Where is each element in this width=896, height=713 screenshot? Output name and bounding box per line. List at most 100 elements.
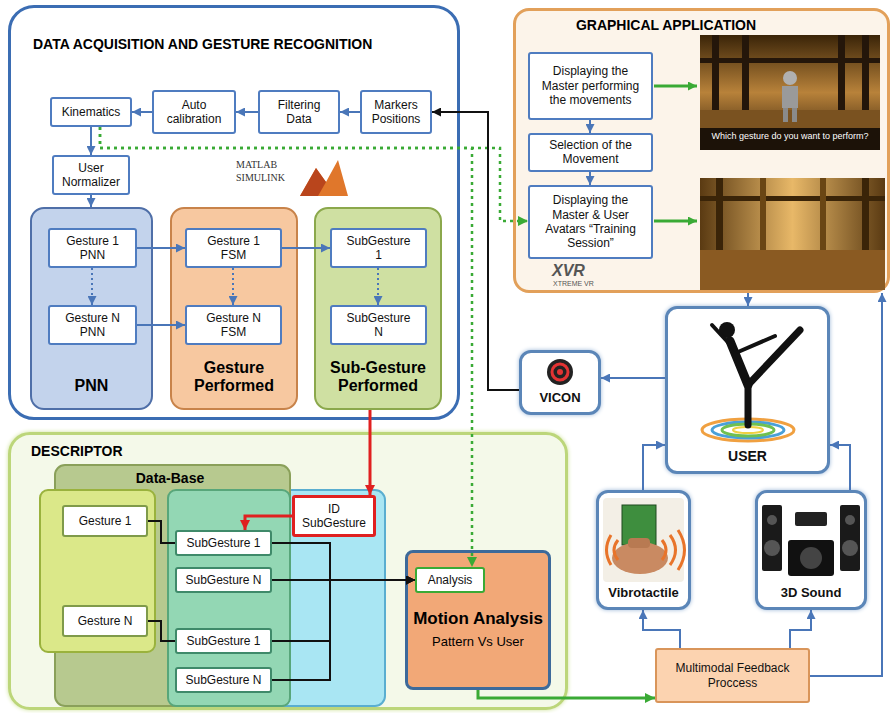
screenshot-training: [760, 178, 766, 250]
connector: [432, 112, 519, 390]
process-box: Auto calibration: [152, 90, 236, 134]
process-box: Analysis: [415, 567, 485, 593]
connector: [747, 293, 749, 306]
process-box: SubGesture N: [175, 667, 272, 693]
screenshot-menu: [700, 35, 880, 150]
screenshot-menu: [742, 35, 749, 128]
vibrotactile-picture: [670, 535, 676, 565]
device-box: Vibrotactile: [596, 490, 691, 610]
process-box: SubGesture 1: [175, 628, 272, 654]
vicon-camera: [557, 369, 563, 375]
speakers-picture: [788, 540, 834, 576]
group-panel: GRAPHICAL APPLICATION Displaying the Mast…: [513, 8, 890, 293]
vibrotactile-picture: [622, 505, 656, 545]
process-box: Kinematics: [50, 97, 132, 127]
node-label: Vibrotactile: [608, 585, 679, 601]
screenshot-training: [862, 178, 869, 250]
connector: [589, 172, 591, 185]
node-label: Gesture N PNN: [60, 311, 125, 340]
screen-arrows: [654, 86, 697, 221]
vibrotactile-picture: [614, 540, 618, 560]
node-label: 3D Sound: [781, 585, 842, 601]
vibrotactile-picture: [628, 538, 650, 548]
connector: [137, 324, 185, 326]
user-figure: [712, 325, 735, 350]
connector: [377, 268, 379, 305]
panel-heading: Pattern Vs User: [408, 635, 548, 650]
node-label: Kinematics: [62, 105, 121, 119]
screenshot-training: [700, 250, 885, 290]
screenshot-menu: [782, 86, 798, 108]
user-figure: [733, 427, 763, 433]
connector: [790, 610, 811, 648]
descriptor-bands: [8, 432, 568, 710]
node-label: User Normalizer: [58, 161, 124, 190]
connector: [100, 127, 472, 567]
vibrotactile-picture: [603, 498, 684, 582]
process-box: Selection of the Movement: [528, 133, 653, 172]
connector: [272, 579, 415, 581]
connector: [369, 410, 372, 495]
device-box: USER: [665, 306, 830, 474]
user-figure: [702, 322, 800, 441]
logo-text: SIMULINK: [236, 172, 285, 183]
process-box: SubGesture N: [175, 567, 272, 593]
group-panel: Data-BaseGesture 1 SubGesture 1 SubGesture…: [55, 465, 290, 706]
panel-heading: Motion Analysis: [408, 609, 548, 629]
descriptor-bands: [170, 490, 385, 706]
node-label: Gesture 1 PNN: [60, 234, 125, 263]
connector: [148, 521, 175, 543]
screenshot-menu: [783, 71, 797, 85]
group-panel: DESCRIPTOR Data-BaseGesture 1 SubGesture 1…: [8, 432, 568, 710]
process-box: SubGesture 1: [330, 228, 427, 268]
speakers-picture: [764, 540, 780, 556]
connector: [272, 543, 415, 580]
connector: [91, 268, 93, 305]
panel-heading: DATA ACQUISITION AND GESTURE RECOGNITION: [33, 36, 453, 52]
screenshot-training: [820, 178, 826, 250]
node-label: VICON: [539, 390, 580, 406]
connector: [236, 111, 258, 113]
panel-heading: Data-Base: [105, 470, 235, 486]
process-box: SubGesture 1: [175, 530, 272, 556]
group-panel: Motion AnalysisPattern Vs User Analysis: [405, 550, 551, 690]
vicon-camera: [547, 359, 573, 385]
screenshot-menu: [700, 35, 880, 150]
process-box: Displaying the Master & User Avatars “Tr…: [528, 185, 653, 259]
panel-heading: Gesture Performed: [172, 359, 296, 396]
node-label: ID SubGesture: [299, 502, 369, 531]
panel-heading: GRAPHICAL APPLICATION: [536, 17, 796, 33]
group-panel: Gesture PerformedGesture 1 FSMGesture N …: [170, 207, 298, 410]
connector: [282, 247, 330, 249]
connector: [132, 111, 152, 113]
connector: [272, 580, 415, 680]
process-box: Markers Positions: [360, 90, 432, 134]
screenshot-menu: [838, 35, 845, 128]
node-label: Multimodal Feedback Proccess: [661, 661, 804, 690]
node-label: Filtering Data: [264, 98, 334, 127]
connector: [589, 120, 591, 133]
node-label: Selection of the Movement: [534, 138, 647, 167]
panel-heading: DESCRIPTOR: [31, 443, 231, 459]
screenshot-menu: [712, 35, 719, 128]
screenshot-menu: [792, 108, 797, 122]
process-box: User Normalizer: [52, 155, 130, 195]
vibrotactile-picture: [612, 542, 668, 574]
node-label: SubGesture N: [344, 311, 413, 340]
process-box: Multimodal Feedback Proccess: [655, 648, 810, 703]
node-label: Analysis: [428, 573, 473, 587]
speakers-picture: [840, 505, 860, 571]
process-box: Gesture 1 FSM: [185, 228, 282, 268]
screenshot-training: [700, 196, 885, 201]
screenshot-training: [700, 178, 885, 290]
connector: [137, 247, 185, 249]
connector: [272, 580, 415, 641]
panel-heading: Sub-Gesture Performed: [316, 359, 440, 396]
screenshot-menu: [700, 128, 880, 150]
connector: [148, 621, 175, 641]
node-label: Gesture 1: [79, 514, 132, 528]
node-label: SubGesture 1: [186, 536, 260, 550]
